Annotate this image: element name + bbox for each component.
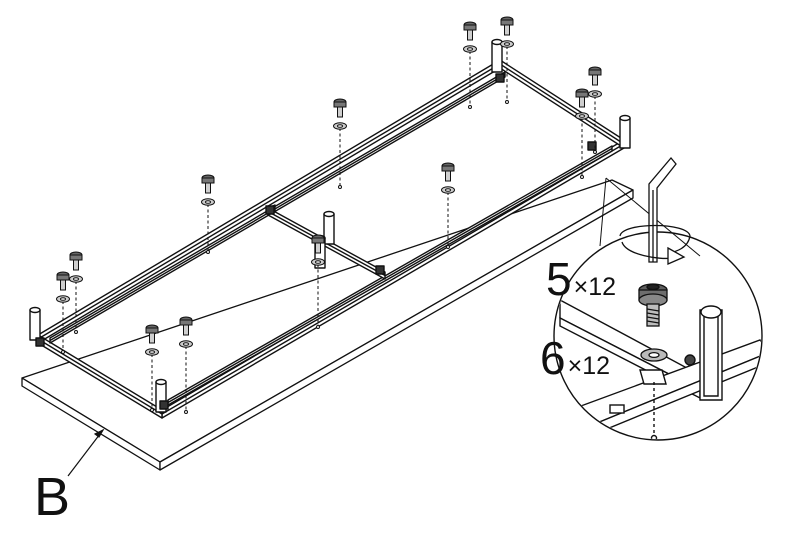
detail-washer [640,348,668,362]
detail-screw [638,283,668,327]
rotate-arrow-icon [619,224,691,265]
screw-icon [500,16,514,104]
part-b-label: B [34,467,71,527]
frame-leg [29,309,41,341]
screw-icon [588,66,602,154]
screw-icon [441,162,455,249]
washer-count: ×12 [567,352,611,380]
screw-ref: 5 [546,253,572,305]
screw-icon [463,21,477,109]
frame-leg [491,41,503,73]
frame-leg [619,117,631,149]
screw-set [56,16,602,414]
frame-bracket [159,400,169,410]
part-b-leader [67,428,105,477]
screw-count: ×12 [573,273,617,301]
screw-icon [145,324,159,412]
frame-bracket [375,265,385,275]
frame-bracket [495,73,505,83]
metal-frame [29,38,631,419]
screw-icon [56,271,70,354]
frame-bracket [265,205,275,215]
screw-icon [179,316,193,414]
screw-icon [333,98,347,189]
washer-quantity: 6 ×12 [540,335,610,381]
frame-bracket [35,337,45,347]
washer-ref: 6 [540,332,566,384]
screw-icon [69,251,83,334]
screw-icon [311,234,325,329]
detail-circle [553,177,763,441]
frame-bracket [587,141,597,151]
screw-icon [201,174,215,254]
screw-quantity: 5 ×12 [546,256,616,302]
screw-icon [575,88,589,179]
